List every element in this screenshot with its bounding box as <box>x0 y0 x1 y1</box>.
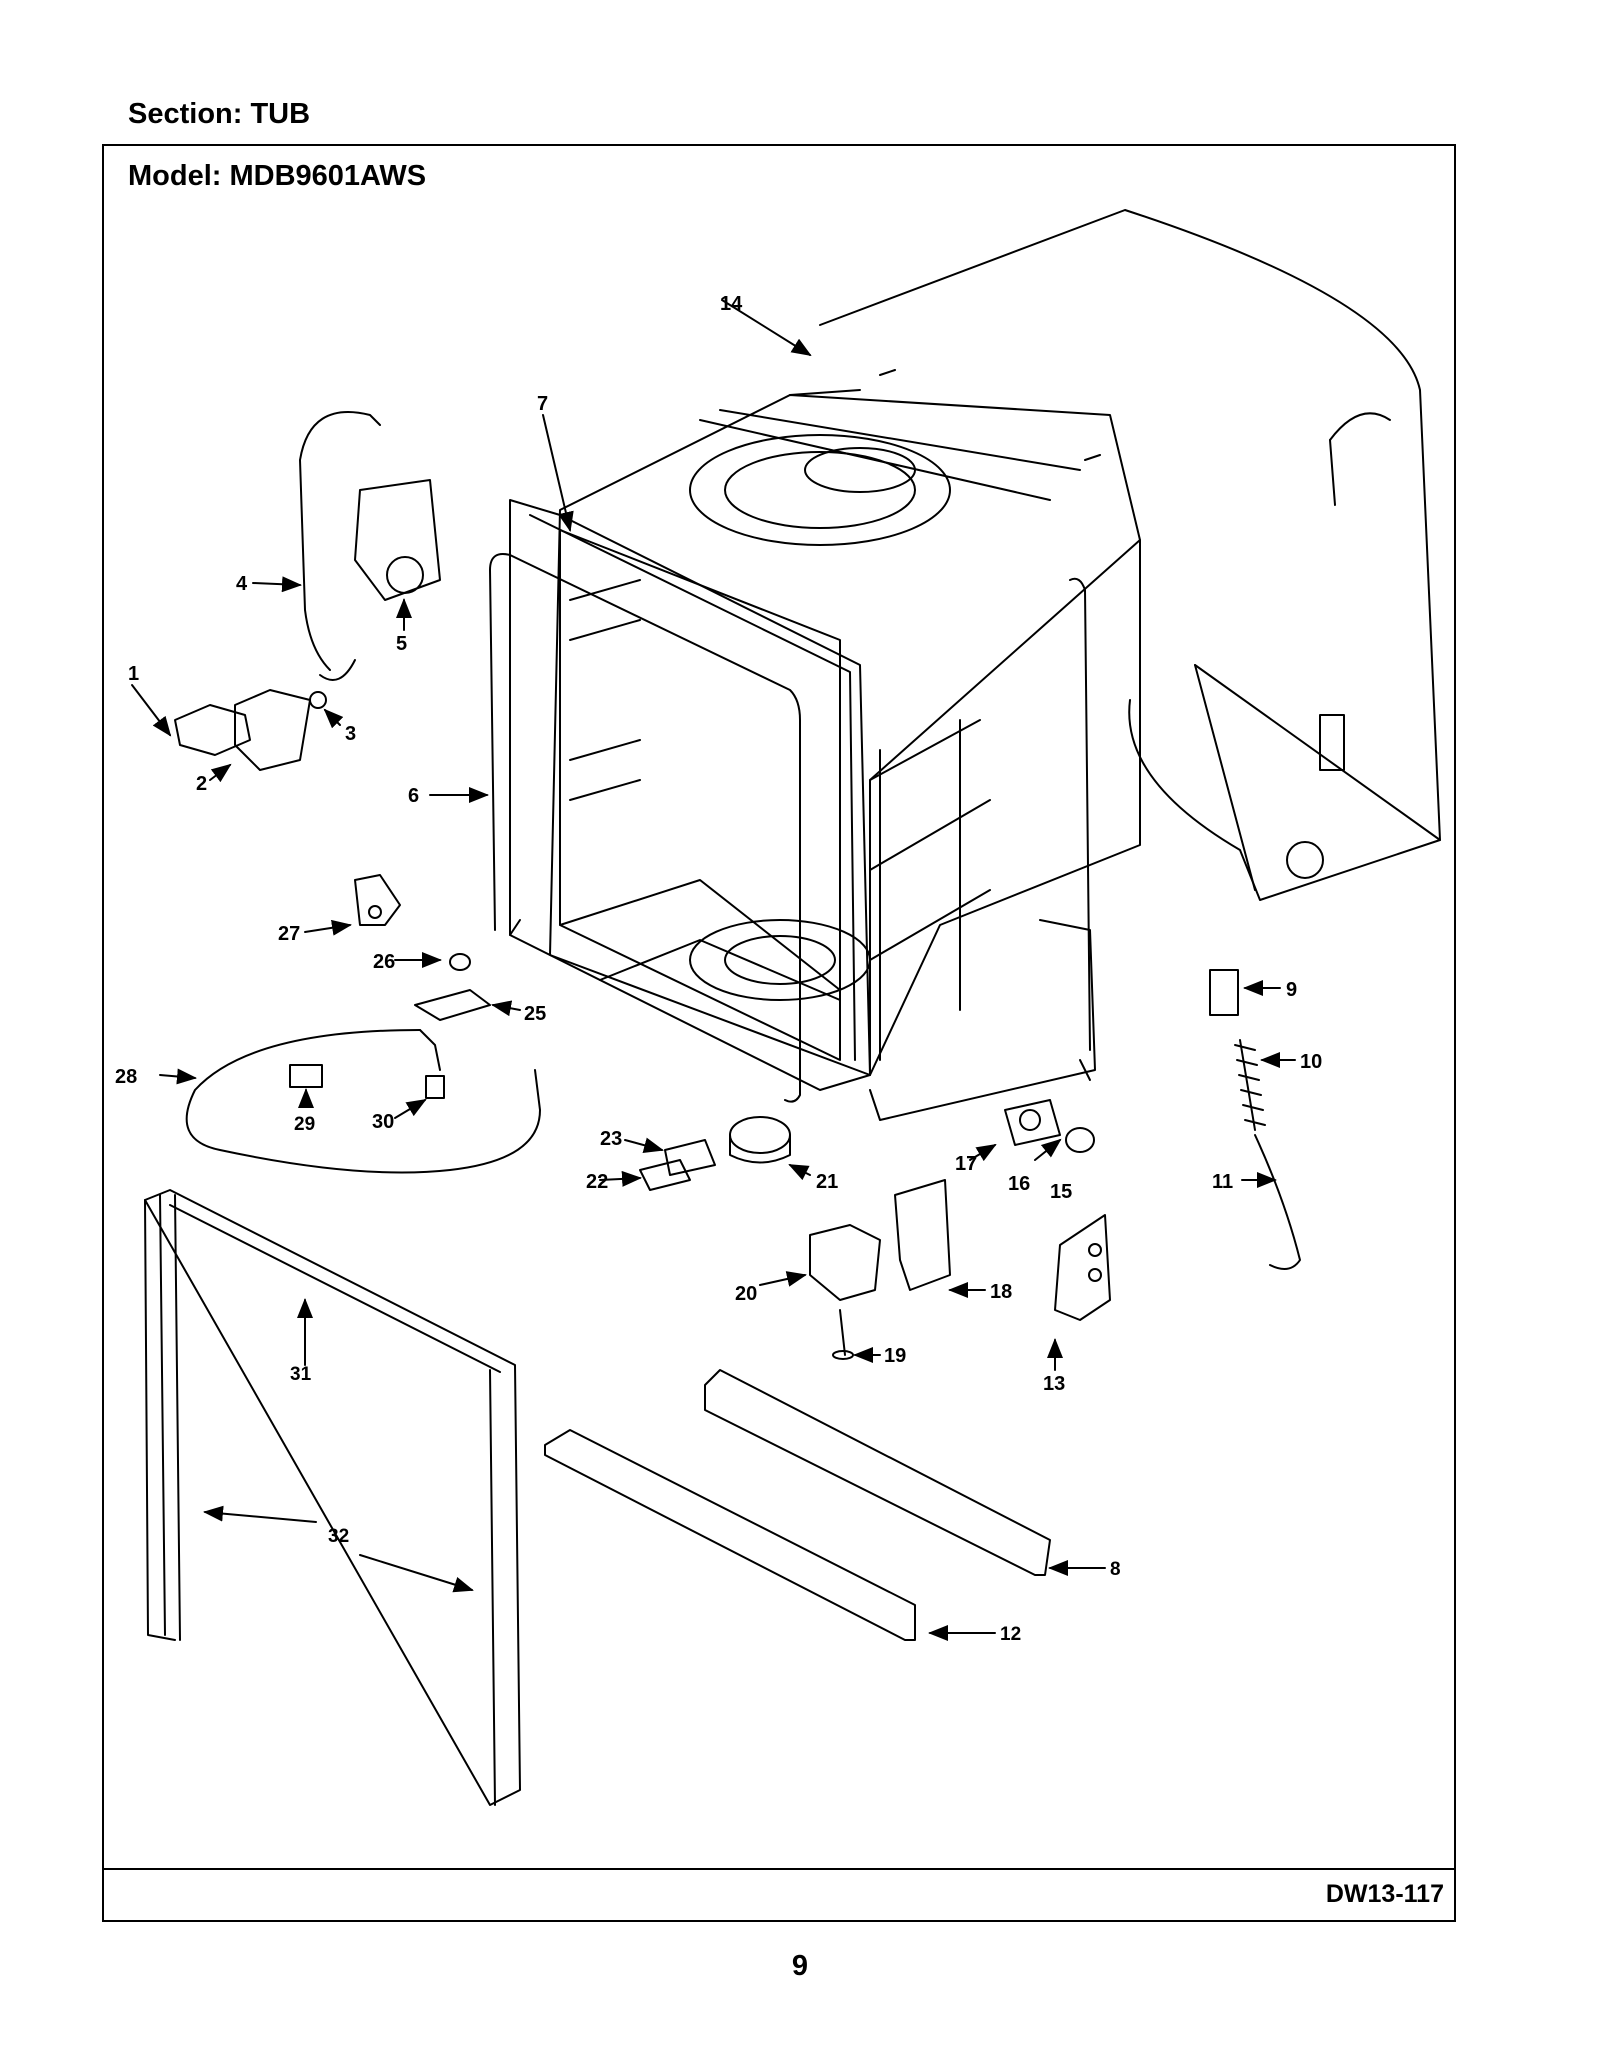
callout-23: 23 <box>600 1128 622 1150</box>
tub-rail <box>869 577 1096 1121</box>
callout-4: 4 <box>236 573 248 595</box>
door-spring <box>1209 969 1301 1270</box>
callout-3: 3 <box>345 723 356 745</box>
water-valve <box>174 689 327 771</box>
callout-32: 32 <box>328 1526 349 1547</box>
diagram-code: DW13-117 <box>1325 1880 1444 1908</box>
hinge-bracket <box>354 874 401 926</box>
tub-body <box>549 389 1141 1076</box>
callout-11: 11 <box>1212 1171 1233 1193</box>
callout-6: 6 <box>408 785 419 807</box>
diagram-frame <box>102 144 1456 1922</box>
insulation-blanket <box>819 209 1441 901</box>
callout-1: 1 <box>128 663 139 685</box>
callout-22: 22 <box>586 1171 608 1193</box>
callout-12: 12 <box>1000 1624 1021 1645</box>
callout-26: 26 <box>373 951 395 973</box>
callout-8: 8 <box>1110 1559 1121 1580</box>
hinge-plate <box>1054 1214 1111 1321</box>
drain-hose <box>185 1029 541 1174</box>
callout-18: 18 <box>990 1281 1012 1303</box>
callout-13: 13 <box>1043 1373 1065 1395</box>
callout-9: 9 <box>1286 979 1297 1001</box>
callout-14: 14 <box>720 293 743 315</box>
callout-10: 10 <box>1300 1051 1322 1073</box>
callout-27: 27 <box>278 923 300 945</box>
callout-25: 25 <box>524 1003 546 1025</box>
toe-kick-12 <box>544 1429 916 1641</box>
model-title: Model: MDB9601AWS <box>128 160 427 192</box>
callout-29: 29 <box>294 1114 315 1135</box>
callout-20: 20 <box>735 1283 757 1305</box>
callout-15: 15 <box>1050 1181 1072 1203</box>
bracket-parts-18-20 <box>809 1179 951 1360</box>
callout-17: 17 <box>955 1153 977 1175</box>
callout-16: 16 <box>1008 1173 1030 1195</box>
door-frame <box>509 499 871 1091</box>
small-parts-25-26 <box>414 953 491 1021</box>
callout-5: 5 <box>396 633 407 655</box>
callout-2: 2 <box>196 773 207 795</box>
callout-19: 19 <box>884 1345 906 1367</box>
callout-7: 7 <box>537 393 548 415</box>
door-panel <box>144 1189 521 1806</box>
toe-kick-8 <box>704 1369 1051 1576</box>
fill-funnel <box>354 479 441 601</box>
section-title: Section: TUB <box>128 98 311 130</box>
page-number: 9 <box>791 1950 809 1982</box>
callout-30: 30 <box>372 1111 394 1133</box>
callout-31: 31 <box>290 1364 312 1385</box>
callout-28: 28 <box>115 1066 137 1088</box>
callout-labels: 14 7 4 5 1 2 3 6 27 26 25 28 29 30 23 22… <box>115 293 1322 1645</box>
fill-hose <box>299 411 381 681</box>
small-parts-cluster <box>639 1099 1095 1191</box>
door-gasket <box>489 553 801 1103</box>
callout-21: 21 <box>816 1171 838 1193</box>
footer-divider <box>102 1868 1456 1870</box>
